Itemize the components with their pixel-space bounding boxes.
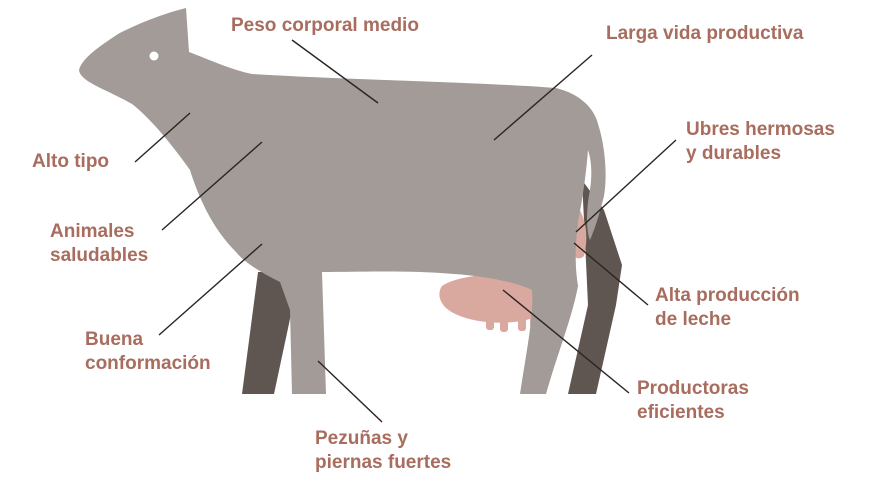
teat	[486, 312, 494, 330]
label-line: Larga vida productiva	[606, 22, 803, 46]
leader-line-pezunas	[318, 361, 382, 422]
label-alto-tipo: Alto tipo	[32, 150, 109, 174]
cow-eye	[150, 52, 159, 61]
teat	[500, 314, 508, 332]
label-line: Animales	[50, 220, 148, 244]
label-line: conformación	[85, 352, 211, 376]
label-line: Buena	[85, 328, 211, 352]
leader-line-buena	[159, 244, 262, 335]
label-line: Peso corporal medio	[231, 14, 419, 38]
teat	[518, 313, 526, 331]
label-line: de leche	[655, 308, 800, 332]
label-line: piernas fuertes	[315, 451, 451, 475]
label-line: Alto tipo	[32, 150, 109, 174]
label-line: Productoras	[637, 377, 749, 401]
label-line: Ubres hermosas	[686, 118, 835, 142]
label-peso-corporal-medio: Peso corporal medio	[231, 14, 419, 38]
label-line: y durables	[686, 142, 835, 166]
label-line: saludables	[50, 244, 148, 268]
label-line: eficientes	[637, 401, 749, 425]
label-larga-vida-productiva: Larga vida productiva	[606, 22, 803, 46]
label-line: Alta producción	[655, 284, 800, 308]
label-line: Pezuñas y	[315, 427, 451, 451]
